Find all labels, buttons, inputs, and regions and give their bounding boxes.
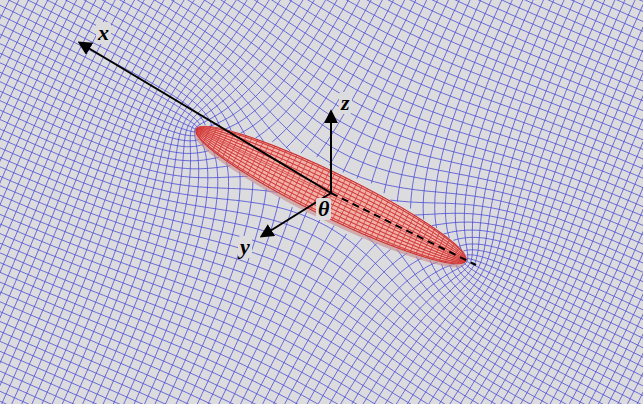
mesh-line [0,0,147,385]
mesh-line [0,15,643,386]
mesh-line [548,141,643,404]
mesh-line [0,385,112,404]
mesh-line [567,184,643,404]
body-mesh-line [188,105,214,159]
mesh-line [558,163,643,404]
mesh-line [468,0,643,404]
mesh-line [0,0,643,328]
mesh-line [286,0,540,404]
mesh-line [0,256,382,404]
mesh-line [617,290,643,404]
x-label: x [96,22,111,44]
dashed-axis [331,193,476,265]
mesh-line [598,248,643,404]
x-axis [80,43,331,193]
mesh-line [0,247,401,404]
y-axis [262,193,331,236]
mesh-line [108,0,359,404]
mesh-line [67,0,315,404]
mesh-line [0,179,528,404]
mesh-line [607,269,643,404]
mesh-line [518,72,643,404]
mesh-line [487,5,643,404]
mesh-line [0,6,643,377]
mesh-line [0,53,643,404]
mesh-line [0,315,266,404]
mesh-line [0,345,200,404]
z-axis [330,112,332,193]
mesh-line [201,0,455,404]
mesh-line [362,0,611,404]
mesh-line [0,227,438,404]
mesh-line [508,50,643,404]
mesh-line [0,355,177,404]
mesh-line [577,206,643,404]
mesh-line [588,227,643,404]
mesh-line [0,276,344,404]
body-mesh-line [187,111,474,278]
mesh-line [0,0,199,404]
axes [80,43,476,265]
mesh-line [0,237,419,404]
mesh-line [436,0,643,404]
mesh-line [539,119,643,404]
mesh-line [0,103,643,404]
mesh-line [0,375,135,404]
body-mesh-line [187,111,474,278]
z-label: z [339,92,352,114]
mesh-line [477,0,643,404]
mesh-line [0,286,324,404]
mesh-line [264,0,643,146]
mesh-line [0,0,643,347]
mesh-line [0,0,88,253]
mesh-line [0,122,642,404]
body-mesh-line [388,202,414,256]
mesh-line [0,395,89,404]
mesh-line [47,0,293,404]
mesh-line [458,0,643,404]
y-label: y [238,236,252,258]
mesh-line [0,189,511,404]
mesh-line [394,0,641,404]
mesh-line [0,0,68,206]
angle-label: θ [316,198,331,220]
mesh-line [245,0,643,156]
mesh-line [0,74,643,404]
mesh-line [0,266,363,404]
mesh-line [372,0,621,404]
mesh-line [527,94,643,404]
mesh-line [0,365,158,404]
mesh-line [0,296,305,404]
mesh-line [0,325,243,404]
mesh-line [0,305,286,404]
mesh-line [175,0,643,194]
mesh-line [57,0,303,404]
mesh-line [0,112,643,404]
mesh-line [0,169,546,404]
mesh-line [499,28,643,404]
mesh-line [626,312,643,404]
mesh-line [0,335,224,404]
body-mesh-line [248,134,274,188]
mesh-line [190,0,444,404]
mesh-line [0,0,138,363]
mesh-line [636,329,643,404]
mesh-line [404,0,643,404]
mesh-line [488,0,643,38]
mesh-line [26,0,643,271]
mesh-line [0,0,643,309]
mesh-line [157,0,643,204]
